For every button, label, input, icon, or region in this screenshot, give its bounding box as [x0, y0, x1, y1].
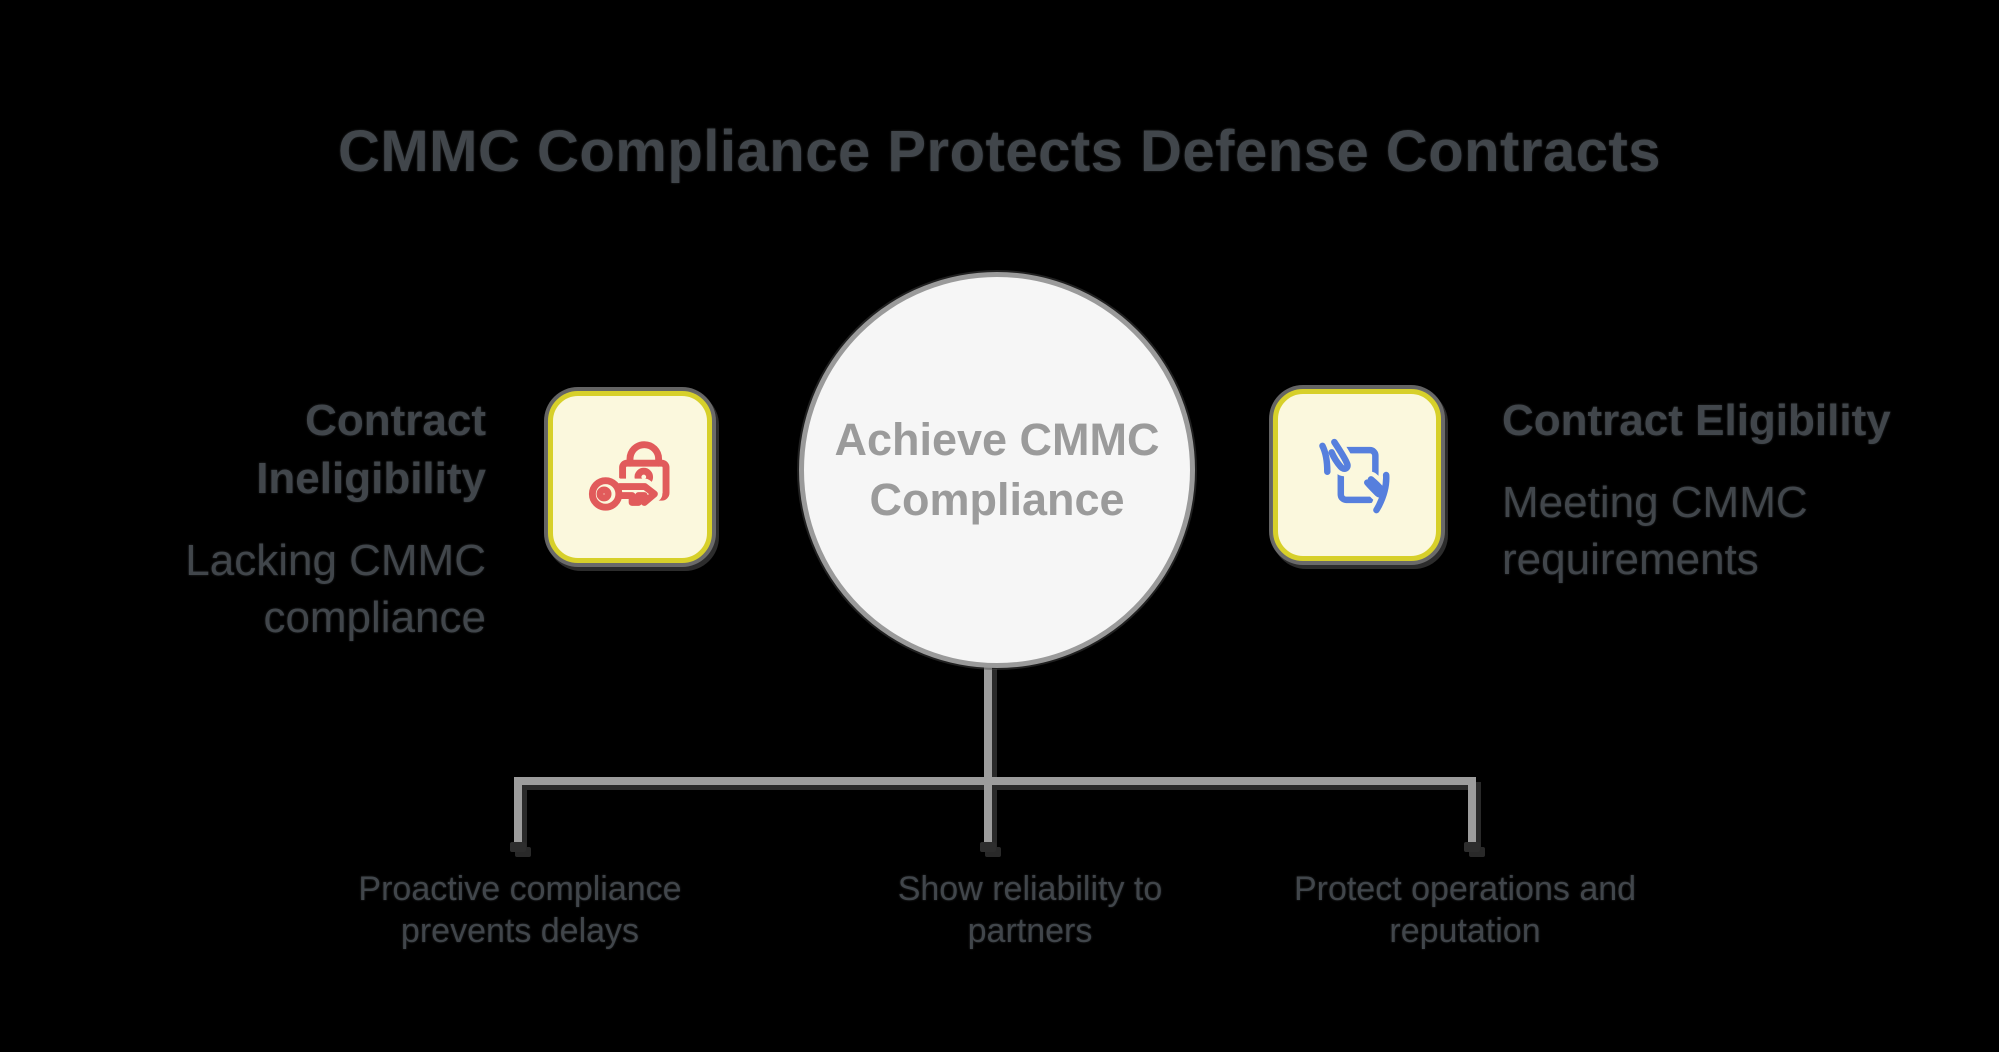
connector-horizontal-line: [514, 777, 1476, 785]
right-item-text: Contract Eligibility Meeting CMMC requir…: [1502, 392, 1922, 588]
right-item-description: Meeting CMMC requirements: [1502, 478, 1808, 585]
connector-tip-left: [510, 842, 526, 852]
center-node-label: Achieve CMMC Compliance: [834, 414, 1160, 525]
connector-drop-right: [1468, 777, 1476, 845]
outcome-label-1: Proactive compliance prevents delays: [358, 870, 682, 951]
hands-document-card: [1273, 389, 1441, 561]
center-node: Achieve CMMC Compliance: [799, 272, 1195, 668]
connector-tip-center: [980, 842, 996, 852]
connector-drop-center: [984, 777, 992, 845]
lock-and-key-card: [548, 391, 712, 563]
right-item-heading: Contract Eligibility: [1502, 396, 1891, 445]
connector-tip-right: [1464, 842, 1480, 852]
page-title: CMMC Compliance Protects Defense Contrac…: [337, 119, 1662, 184]
lock-and-key-icon: [584, 441, 670, 516]
left-item-text: Contract Ineligibility Lacking CMMC comp…: [150, 392, 486, 647]
connector-drop-left: [514, 777, 522, 845]
hands-holding-document-icon: [1314, 434, 1394, 518]
outcome-label-2: Show reliability to partners: [897, 870, 1163, 951]
outcome-label-3: Protect operations and reputation: [1293, 870, 1637, 951]
connector-stem: [984, 664, 992, 778]
left-item-description: Lacking CMMC compliance: [185, 536, 486, 643]
left-item-heading: Contract Ineligibility: [256, 396, 486, 504]
